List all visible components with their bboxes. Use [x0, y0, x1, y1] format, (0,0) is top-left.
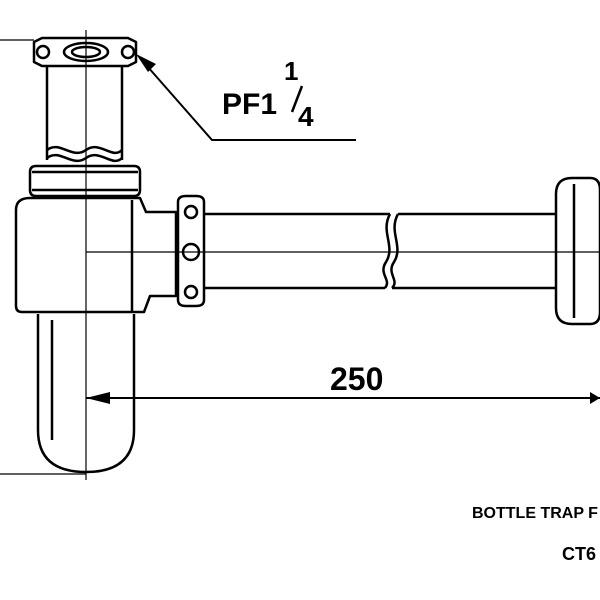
centerlines — [0, 30, 600, 480]
thread-fraction-bar — [290, 85, 304, 113]
dimension-arrow-left — [86, 392, 110, 404]
top-nut-bolt-right — [120, 44, 136, 60]
coupling-bolt-top — [183, 204, 199, 220]
top-nut — [32, 36, 138, 68]
trap-outline — [14, 36, 600, 474]
dimension-arrow-right — [590, 392, 600, 404]
inlet-pipe-break-2 — [46, 153, 123, 163]
side-coupling-nut — [176, 194, 206, 308]
model-code: CT6 — [562, 544, 596, 564]
bottle-body — [14, 196, 178, 314]
top-nut-bolt-left — [35, 44, 51, 60]
drawing-title: BOTTLE TRAP F — [472, 505, 598, 522]
thread-label-numerator: 1 — [284, 56, 298, 86]
thread-leader — [139, 57, 356, 141]
coupling-bolt-bottom — [183, 284, 199, 300]
dimension-value: 250 — [330, 361, 383, 397]
outlet-pipe-break-2 — [390, 213, 400, 289]
outlet-pipe-break — [382, 213, 392, 289]
leader-line — [139, 57, 356, 141]
thread-label-denominator: 4 — [298, 101, 314, 132]
thread-label-prefix: PF1 — [222, 88, 277, 121]
inlet-pipe-break — [46, 145, 123, 155]
wall-flange — [554, 176, 600, 326]
ring-nut — [28, 164, 142, 198]
leader-arrowhead — [136, 54, 156, 72]
